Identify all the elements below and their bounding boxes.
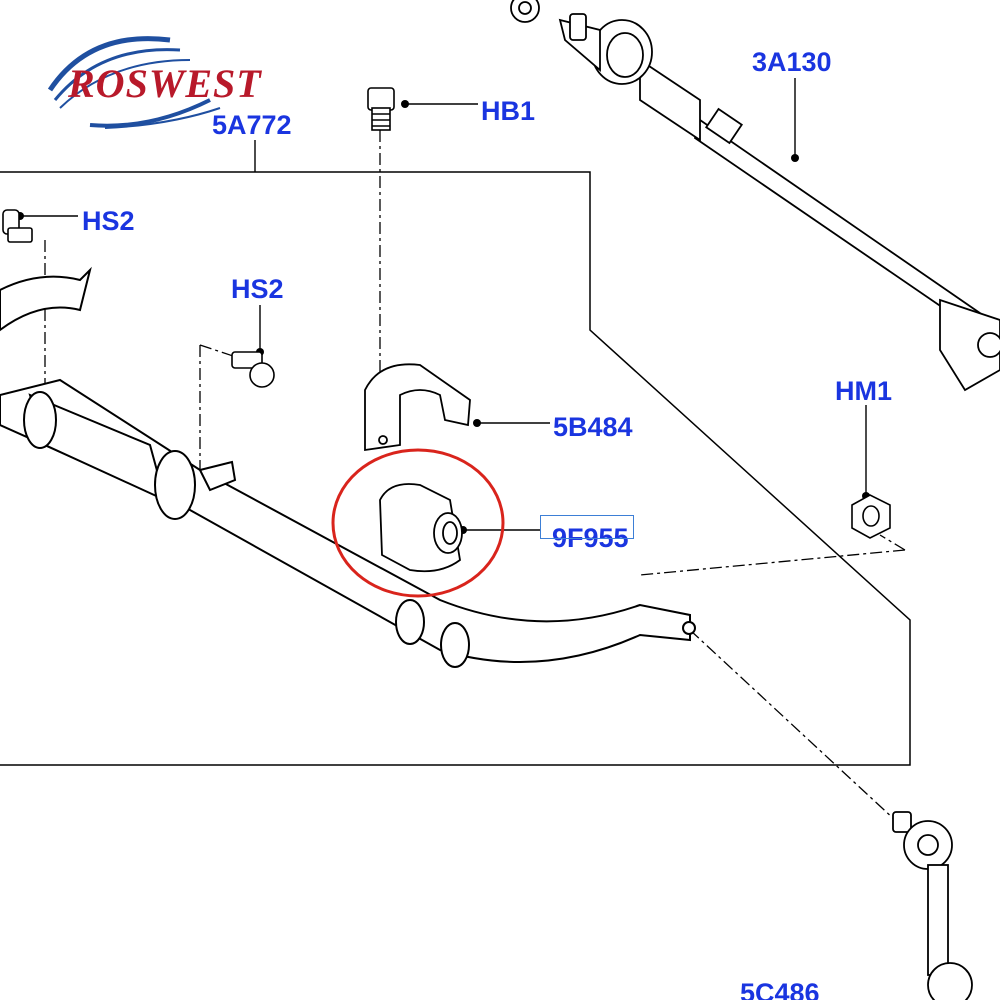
bushing-9f955: [379, 483, 463, 573]
center-lines: [44, 130, 906, 821]
clamp-bracket-5b484: [364, 363, 471, 452]
nut-hm1: [851, 494, 891, 539]
callout-hs2-left: HS2: [82, 206, 135, 236]
screw-hs2-right: [231, 351, 275, 388]
callout-hs2-right: HS2: [231, 274, 284, 304]
leader-lines: [20, 78, 867, 531]
drop-link-5c486: [892, 811, 973, 1000]
bolt-hb1: [367, 87, 395, 131]
tie-rod: [510, 0, 1000, 392]
highlight-circle: [331, 448, 505, 598]
logo-swoosh: [47, 36, 221, 129]
callout-5a772: 5A772: [212, 110, 292, 140]
anti-roll-bar: [0, 266, 696, 668]
callout-5b484: 5B484: [553, 412, 633, 442]
callout-hb1: HB1: [481, 96, 536, 126]
roswest-logo: ROSWEST: [30, 30, 300, 130]
callout-hm1: HM1: [835, 376, 893, 406]
screw-hs2-left: [2, 209, 33, 243]
callout-5c486: 5C486: [740, 980, 820, 1000]
callout-9f955-box: [540, 515, 634, 539]
callout-3a130: 3A130: [752, 47, 832, 77]
assembly-outline: [0, 171, 911, 766]
logo-text: ROSWEST: [68, 61, 262, 106]
